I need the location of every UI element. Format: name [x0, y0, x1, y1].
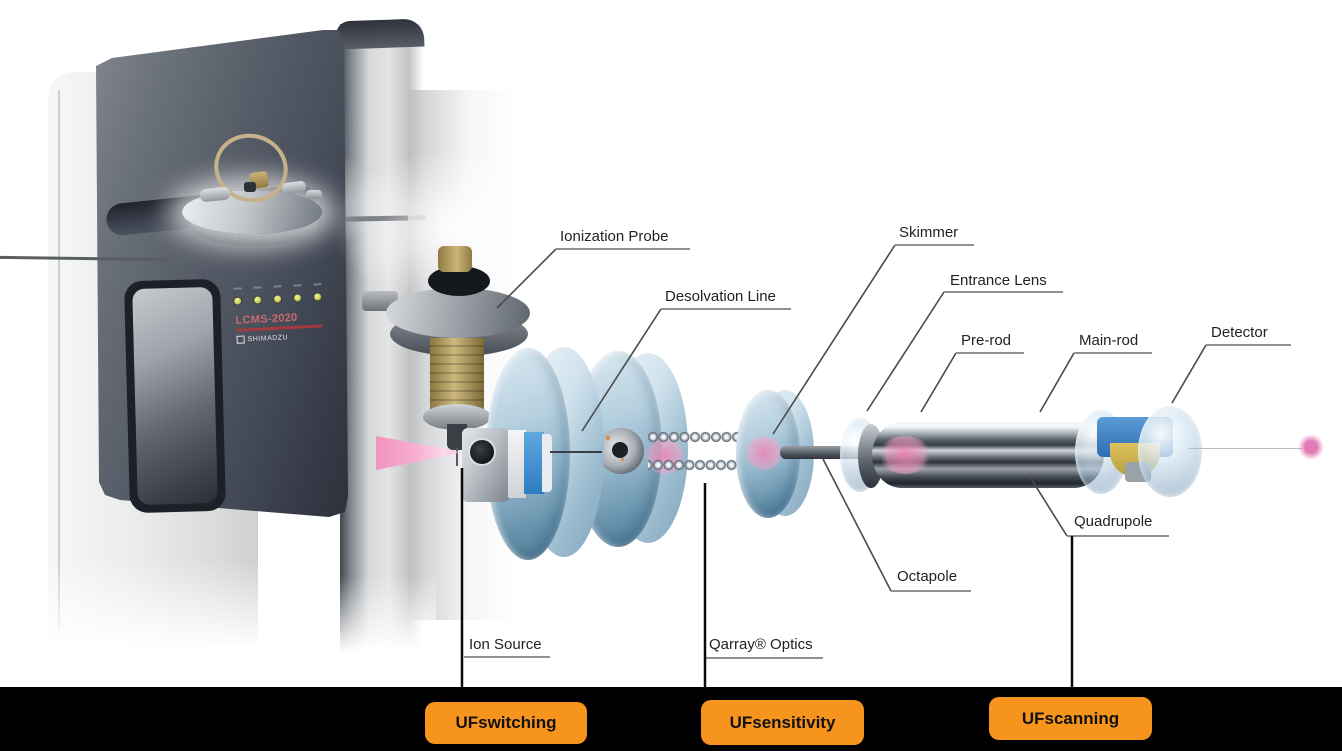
hub-seal-dot	[606, 436, 610, 440]
probe-gold-knob	[438, 246, 472, 272]
rear-tower-top	[335, 18, 425, 50]
uf-sensitivity-button[interactable]: UFsensitivity	[701, 700, 864, 745]
qarray-optics-coils	[648, 424, 748, 478]
label-detector: Detector	[1211, 324, 1268, 341]
status-led	[312, 292, 323, 302]
ion-exit-axis-line	[1188, 448, 1302, 449]
led-label-mark	[273, 285, 282, 288]
label-ionization-probe: Ionization Probe	[560, 228, 669, 245]
lc-tower-seam	[58, 90, 60, 630]
rear-tower-fade	[326, 575, 436, 665]
desolvation-line-orifice	[612, 442, 628, 458]
label-entrance-lens: Entrance Lens	[950, 272, 1047, 289]
status-led	[232, 296, 243, 306]
label-pre-rod: Pre-rod	[961, 332, 1012, 349]
detected-ion-dot	[1298, 434, 1324, 460]
ion-source-blue-band	[524, 432, 544, 494]
ion-source-white-band	[508, 430, 526, 498]
detector-sphere-right	[1138, 406, 1202, 497]
label-skimmer: Skimmer	[899, 224, 959, 241]
instrument-branding: LCMS-2020 SHIMADZU	[235, 309, 346, 344]
label-qarray-optics: Qarray® Optics	[709, 636, 813, 653]
status-led	[292, 293, 303, 303]
hub-seal-dot	[621, 458, 624, 461]
label-ion-source: Ion Source	[469, 636, 542, 653]
probe-brass-cylinder	[430, 338, 484, 410]
status-led	[272, 294, 283, 304]
ion-beam-glow	[878, 436, 932, 474]
status-led	[252, 295, 263, 305]
bottom-fade	[40, 560, 280, 670]
label-quadrupole: Quadrupole	[1074, 513, 1153, 530]
led-label-mark	[253, 286, 262, 289]
door-handle-inner	[132, 286, 218, 506]
label-main-rod: Main-rod	[1079, 332, 1139, 349]
led-label-mark	[293, 284, 302, 287]
platter-fitting-dark	[244, 182, 256, 192]
ion-source-aperture	[470, 440, 494, 464]
label-desolvation-line: Desolvation Line	[665, 288, 776, 305]
ion-beam-glow	[744, 436, 784, 470]
uf-scanning-button[interactable]: UFscanning	[989, 697, 1152, 740]
ion-source-block	[462, 428, 510, 502]
sample-needle	[550, 451, 602, 453]
door-handle-recess	[123, 278, 227, 514]
led-label-mark	[233, 287, 242, 290]
label-octapole: Octapole	[897, 568, 958, 585]
shimadzu-logo-icon	[236, 335, 245, 344]
ion-source-cap	[542, 434, 552, 492]
brand-name: SHIMADZU	[247, 333, 289, 343]
platter-fitting-small	[306, 190, 322, 199]
probe-needle	[456, 448, 458, 466]
led-label-mark	[313, 283, 322, 286]
uf-switching-button[interactable]: UFswitching	[425, 702, 587, 744]
